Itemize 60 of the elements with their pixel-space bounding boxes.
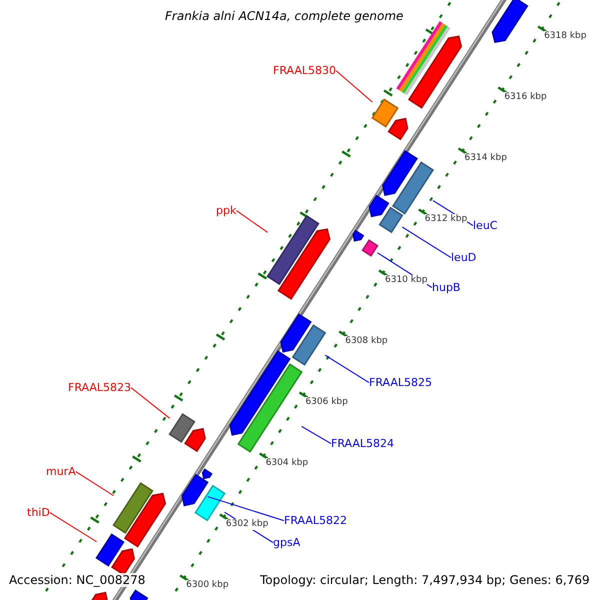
gene-segment: [492, 0, 528, 44]
gene-segment: [362, 239, 378, 257]
gene-segment: [292, 324, 326, 366]
leader-line: [402, 226, 452, 258]
gene-segment: [95, 533, 125, 567]
leader-line: [207, 496, 284, 522]
gene-segment: [229, 350, 291, 436]
gene-segment: [378, 206, 404, 234]
gene-segment: [352, 230, 364, 242]
gene-label: FRAAL5823: [68, 381, 132, 394]
gene-label: hupB: [432, 281, 460, 294]
gene-segment: [184, 428, 206, 452]
gene-label: murA: [46, 465, 76, 478]
tick-label: 6314 kbp: [464, 153, 507, 164]
tick-label: 6310 kbp: [385, 275, 428, 286]
map-title: Frankia alni ACN14a, complete genome: [165, 9, 404, 24]
gene-label: FRAAL5822: [284, 514, 348, 528]
tick-label: 6318 kbp: [544, 31, 586, 42]
leader-line: [324, 354, 370, 384]
gene-label: FRAAL5825: [369, 376, 432, 390]
accession-text: Accession: NC_008278: [9, 573, 146, 588]
gene-segment: [392, 161, 434, 215]
leader-line: [75, 471, 114, 496]
gene-label: gpsA: [273, 536, 300, 550]
gene-segment: [368, 194, 390, 218]
gene-segment: [280, 313, 312, 353]
leader-line: [236, 210, 268, 233]
gene-label: leuD: [451, 251, 476, 264]
tick-label: 6302 kbp: [226, 519, 268, 530]
gene-segment: [194, 484, 226, 522]
gene-segment: [277, 228, 330, 300]
gene-label: thiD: [27, 506, 50, 520]
gene-segment: [168, 413, 196, 443]
leader-line: [336, 70, 373, 103]
tick-label: 6316 kbp: [504, 92, 547, 103]
gene-segment: [388, 118, 408, 140]
leader-line: [130, 387, 170, 419]
gene-label: leuC: [473, 219, 498, 232]
tick-label: 6312 kbp: [424, 214, 468, 225]
gene-segment: [130, 589, 148, 600]
gene-segment: [111, 548, 135, 576]
gene-segment: [202, 468, 213, 480]
gene-label: FRAAL5830: [273, 64, 336, 78]
tick-label: 6300 kbp: [186, 580, 229, 591]
gene-segment: [124, 492, 166, 548]
gene-label: ppk: [216, 204, 236, 218]
genome-summary-text: Topology: circular; Length: 7,497,934 bp; Genes: 6,769: [260, 573, 590, 588]
tick-label: 6308 kbp: [345, 336, 388, 347]
gene-label: FRAAL5824: [331, 437, 394, 450]
gene-segment: [408, 36, 462, 109]
gene-segment: [112, 482, 154, 534]
leader-line: [49, 512, 98, 542]
tick-label: 6306 kbp: [305, 397, 348, 408]
gene-segment: [237, 363, 303, 453]
gene-segment: [371, 98, 399, 128]
gene-segment: [181, 474, 209, 506]
gene-segment: [266, 214, 320, 286]
leader-line: [301, 426, 332, 444]
gene-segment: [382, 150, 418, 196]
tick-label: 6304 kbp: [266, 458, 308, 469]
